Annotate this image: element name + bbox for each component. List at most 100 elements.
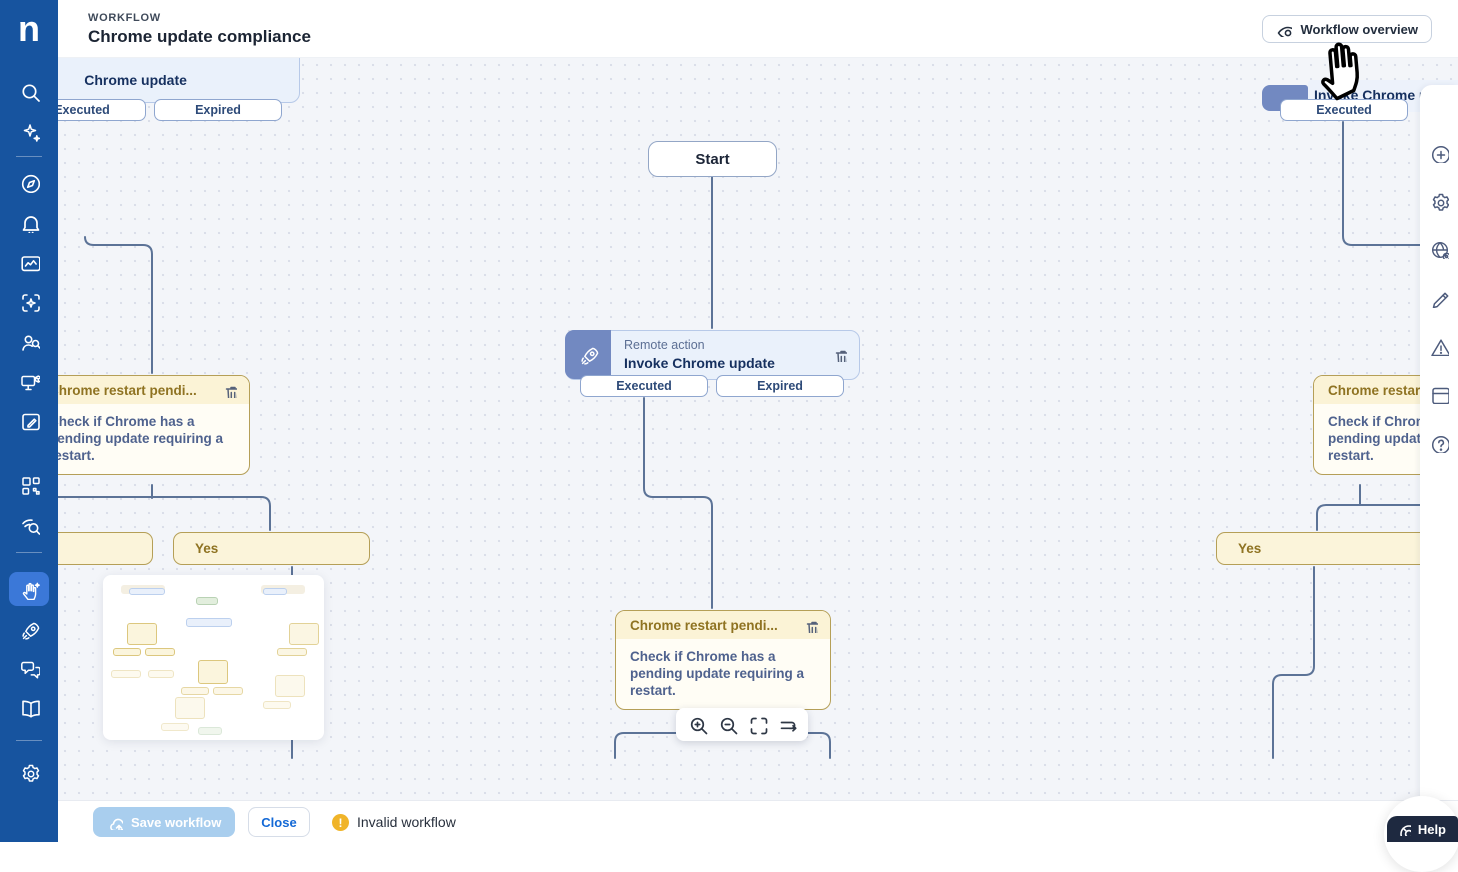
gear-icon [19, 762, 40, 783]
branch-tab-expired[interactable]: Expired [154, 99, 282, 121]
fit-view-icon [747, 714, 768, 735]
workflow-node-condition-left[interactable]: Chrome restart pendi... Check if Chrome … [58, 375, 250, 475]
close-button[interactable]: Close [248, 807, 310, 837]
yes-label: Yes [1238, 541, 1261, 556]
workflow-minimap[interactable] [103, 575, 324, 740]
save-workflow-label: Save workflow [131, 815, 221, 830]
sidebar-item-automation[interactable] [9, 572, 49, 606]
layout-panel-button[interactable] [1429, 384, 1449, 404]
delete-node-button[interactable] [221, 382, 237, 398]
compass-icon [19, 172, 40, 193]
workflow-settings-button[interactable] [1429, 191, 1449, 211]
note-edit-icon [19, 410, 40, 431]
bell-icon [19, 212, 40, 233]
sidebar-item-users[interactable] [9, 324, 49, 358]
sidebar-item-deploy[interactable] [9, 612, 49, 646]
canvas-zoom-toolbar [676, 708, 808, 741]
sidebar-item-settings[interactable] [9, 755, 49, 789]
delete-node-button[interactable] [831, 346, 847, 362]
workflow-node-condition[interactable]: Chrome restart pendi... Check if Chrome … [615, 610, 831, 710]
sidebar-divider [16, 552, 42, 553]
sidebar-item-ticketing[interactable] [9, 403, 49, 437]
sparkles-icon [19, 121, 40, 142]
sidebar-item-ai[interactable] [9, 114, 49, 148]
auto-layout-button[interactable] [777, 714, 798, 735]
sidebar-item-search[interactable] [9, 74, 49, 108]
sidebar-item-dashboard[interactable] [9, 165, 49, 199]
zoom-in-button[interactable] [687, 714, 708, 735]
cloud-upload-icon [107, 814, 123, 830]
condition-title: Chrome restart pendi... [58, 383, 215, 398]
header-eyebrow: WORKFLOW [88, 12, 161, 24]
sidebar-item-apps[interactable] [9, 467, 49, 501]
rocket-icon [578, 344, 599, 365]
sidebar-item-software[interactable] [9, 364, 49, 398]
eye-icon [1276, 21, 1292, 37]
people-search-icon [19, 331, 40, 352]
global-settings-button[interactable] [1429, 239, 1449, 259]
chat-bubbles-icon [19, 658, 40, 679]
book-icon [19, 697, 40, 718]
help-button[interactable]: Help [1387, 816, 1458, 842]
add-circle-icon [1429, 143, 1449, 163]
sidebar-item-chat[interactable] [9, 651, 49, 685]
pointer-cursor [1312, 34, 1376, 110]
layout-table-icon [1429, 384, 1449, 404]
page-title: Chrome update compliance [88, 27, 311, 47]
branch-node-yes-left[interactable]: Yes [173, 532, 370, 565]
condition-description: Check if Chrome has a pending update req… [58, 404, 249, 464]
canvas-right-rail [1420, 85, 1458, 800]
yes-label: Yes [195, 541, 218, 556]
auto-layout-icon [777, 714, 798, 735]
logo-letter: n [18, 8, 40, 50]
help-label: Help [1418, 822, 1446, 837]
start-label: Start [695, 151, 729, 168]
workflow-node-remote-action[interactable]: Remote action Invoke Chrome update [565, 330, 860, 380]
automation-hand-icon [19, 579, 40, 600]
workflow-status-text: Invalid workflow [357, 814, 456, 830]
workflow-node-start[interactable]: Start [648, 141, 777, 177]
save-workflow-button[interactable]: Save workflow [93, 807, 235, 837]
trash-icon [802, 617, 818, 633]
scan-sparkle-icon [19, 291, 40, 312]
warning-triangle-icon [1429, 336, 1449, 356]
device-package-icon [19, 371, 40, 392]
search-icon [19, 81, 40, 102]
branch-tab-expired[interactable]: Expired [716, 375, 844, 397]
sidebar-item-network[interactable] [9, 507, 49, 541]
condition-description: Check if Chrome has a pending update req… [616, 639, 830, 699]
sidebar-item-discovery[interactable] [9, 284, 49, 318]
workflow-canvas[interactable]: Invoke Chrome update Executed Expired In… [58, 58, 1458, 800]
help-circle-icon [1429, 433, 1449, 453]
node-type-label: Remote action [624, 338, 705, 352]
warnings-button[interactable] [1429, 336, 1449, 356]
node-title: Invoke Chrome update [624, 355, 775, 371]
branch-tab-executed[interactable]: Executed [580, 375, 708, 397]
zoom-out-button[interactable] [717, 714, 738, 735]
branch-tab-executed[interactable]: Executed [58, 99, 146, 121]
delete-node-button[interactable] [802, 617, 818, 633]
warning-badge-icon: ! [332, 814, 349, 831]
sidebar-item-docs[interactable] [9, 690, 49, 724]
node-accent-block [565, 330, 611, 379]
sidebar-divider [16, 740, 42, 741]
page-header: WORKFLOW Chrome update compliance Workfl… [58, 0, 1458, 58]
app-sidebar: n [0, 0, 58, 842]
zoom-out-icon [717, 714, 738, 735]
edit-button[interactable] [1429, 288, 1449, 308]
sidebar-item-monitoring[interactable] [9, 245, 49, 279]
trash-icon [831, 346, 847, 362]
editor-footer: Save workflow Close ! Invalid workflow [58, 800, 1458, 842]
fit-view-button[interactable] [747, 714, 768, 735]
sidebar-item-alerts[interactable] [9, 205, 49, 239]
app-logo[interactable]: n [0, 0, 58, 58]
add-node-button[interactable] [1429, 143, 1449, 163]
branch-node-clipped[interactable] [58, 532, 153, 565]
edit-pencil-icon [1429, 288, 1449, 308]
monitor-chart-icon [19, 252, 40, 273]
settings-gear-icon [1429, 191, 1449, 211]
rocket-icon [19, 619, 40, 640]
help-panel-button[interactable] [1429, 433, 1449, 453]
network-scan-icon [19, 514, 40, 535]
condition-title: Chrome restart pendi... [630, 618, 796, 633]
